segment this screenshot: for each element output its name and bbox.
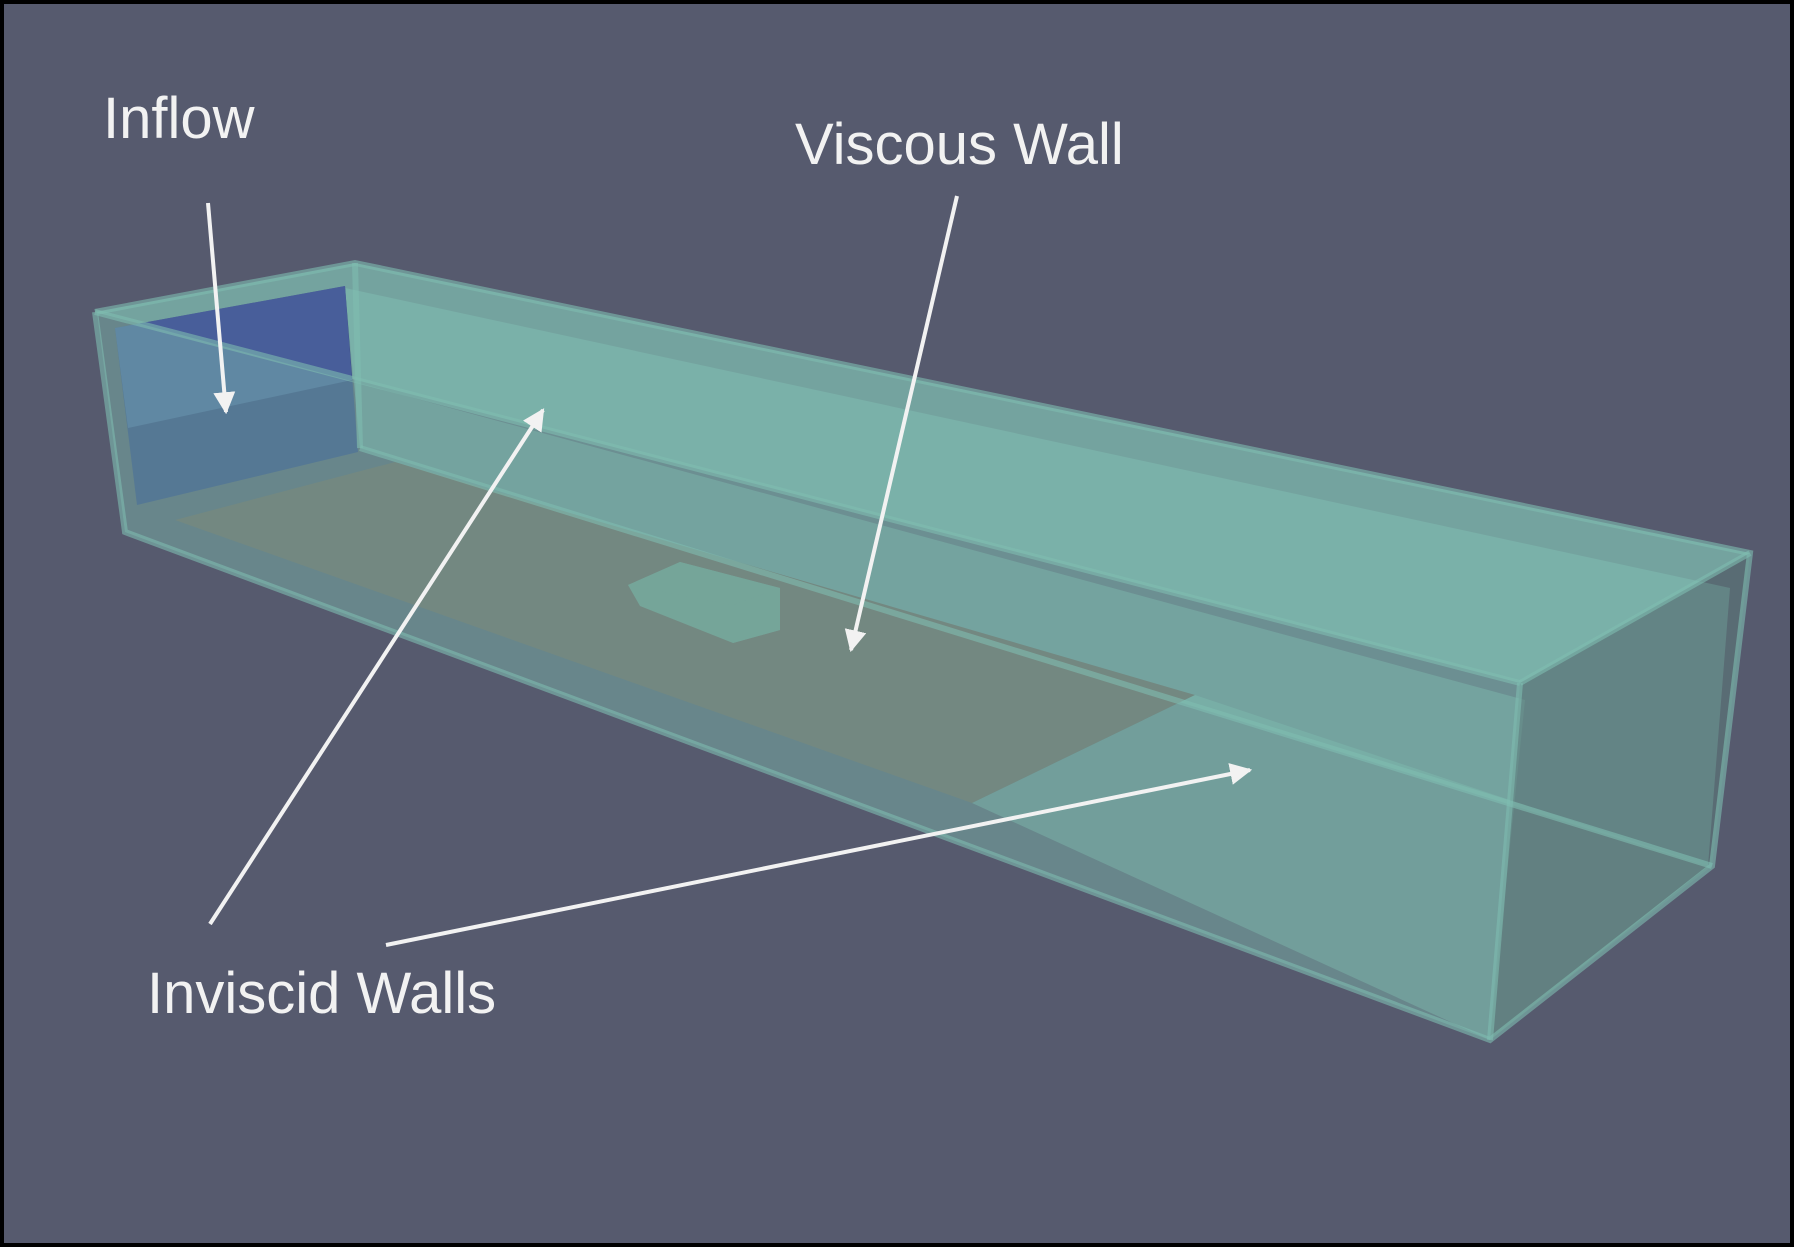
inviscid-walls-label: Inviscid Walls [147,961,497,1026]
obstacle-block [628,562,780,643]
channel-edges [92,259,1754,1044]
inviscid-walls-arrow-bottom [385,763,1253,947]
inflow-label: Inflow [103,86,255,151]
outflow-face [1490,553,1750,1040]
inviscid-walls-arrow-side [208,408,545,926]
viscous-wall-label: Viscous Wall [795,112,1124,177]
top-wall [95,263,1750,683]
front-side-wall [97,312,1525,1040]
inflow-face-highlight [115,286,352,428]
viscous-wall-arrow [844,195,959,653]
viscous-wall-floor [175,462,1195,803]
inflow-arrow [206,202,236,415]
